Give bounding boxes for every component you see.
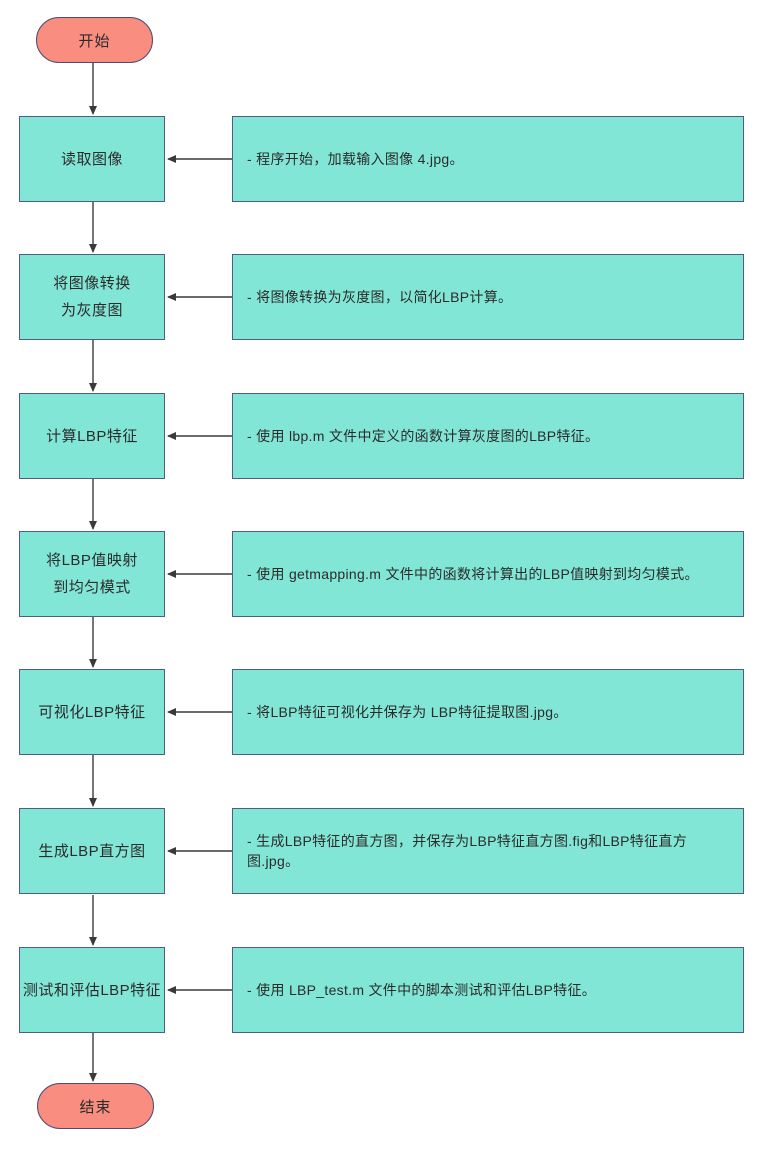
note-box-read-image: - 程序开始，加载输入图像 4.jpg。 <box>232 116 744 202</box>
process-node-read-image: 读取图像 <box>19 116 165 202</box>
process-node-compute-lbp: 计算LBP特征 <box>19 393 165 479</box>
process-node-map-uniform: 将LBP值映射 到均匀模式 <box>19 531 165 617</box>
note-box-test-evaluate: - 使用 LBP_test.m 文件中的脚本测试和评估LBP特征。 <box>232 947 744 1033</box>
process-node-histogram: 生成LBP直方图 <box>19 808 165 894</box>
note-box-map-uniform: - 使用 getmapping.m 文件中的函数将计算出的LBP值映射到均匀模式… <box>232 531 744 617</box>
end-node: 结束 <box>37 1083 154 1129</box>
end-node-label: 结束 <box>79 1098 112 1116</box>
start-node-label: 开始 <box>78 32 111 50</box>
start-node: 开始 <box>36 17 153 63</box>
process-node-visualize-lbp: 可视化LBP特征 <box>19 669 165 755</box>
note-box-compute-lbp: - 使用 lbp.m 文件中定义的函数计算灰度图的LBP特征。 <box>232 393 744 479</box>
process-node-test-evaluate: 测试和评估LBP特征 <box>19 947 165 1033</box>
note-box-histogram: - 生成LBP特征的直方图，并保存为LBP特征直方图.fig和LBP特征直方图.… <box>232 808 744 894</box>
note-box-visualize-lbp: - 将LBP特征可视化并保存为 LBP特征提取图.jpg。 <box>232 669 744 755</box>
process-node-convert-gray: 将图像转换 为灰度图 <box>19 254 165 340</box>
note-box-convert-gray: - 将图像转换为灰度图，以简化LBP计算。 <box>232 254 744 340</box>
